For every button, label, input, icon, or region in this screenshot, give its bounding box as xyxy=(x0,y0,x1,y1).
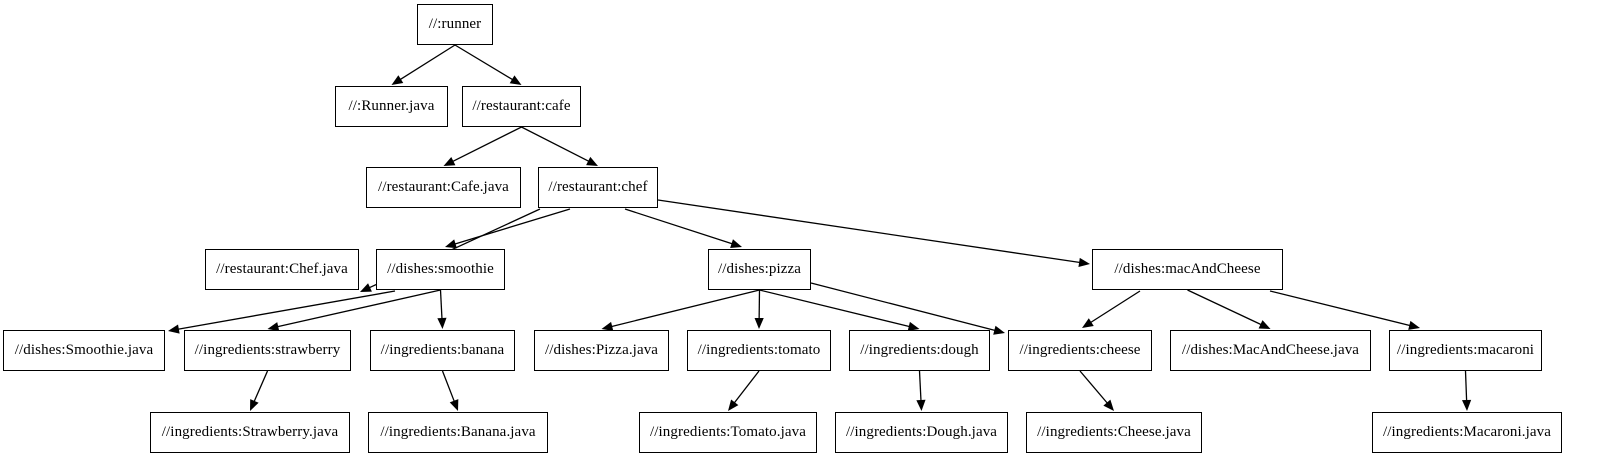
graph-node-ing_cheese_java[interactable]: //ingredients:Cheese.java xyxy=(1026,412,1202,453)
graph-node-ing_strawberry_java[interactable]: //ingredients:Strawberry.java xyxy=(150,412,350,453)
graph-node-label: //dishes:smoothie xyxy=(387,261,494,277)
graph-node-dishes_macandcheese_java[interactable]: //dishes:MacAndCheese.java xyxy=(1170,330,1371,371)
graph-node-restaurant_cafe_java[interactable]: //restaurant:Cafe.java xyxy=(366,167,521,208)
graph-node-ing_strawberry[interactable]: //ingredients:strawberry xyxy=(184,330,351,371)
graph-node-label: //ingredients:Banana.java xyxy=(380,424,536,440)
graph-node-label: //dishes:Smoothie.java xyxy=(14,342,154,358)
graph-node-label: //dishes:MacAndCheese.java xyxy=(1181,342,1360,358)
graph-node-label: //:runner xyxy=(428,16,482,32)
graph-node-label: //ingredients:tomato xyxy=(697,342,821,358)
graph-node-label: //ingredients:Dough.java xyxy=(845,424,998,440)
graph-node-label: //restaurant:Chef.java xyxy=(216,261,348,277)
graph-node-label: //dishes:pizza xyxy=(717,261,802,277)
graph-node-ing_macaroni[interactable]: //ingredients:macaroni xyxy=(1389,330,1542,371)
graph-node-label: //ingredients:Strawberry.java xyxy=(161,424,339,440)
graph-node-label: //restaurant:Cafe.java xyxy=(378,179,509,195)
graph-node-label: //dishes:macAndCheese xyxy=(1114,261,1261,277)
graph-node-label: //dishes:Pizza.java xyxy=(544,342,659,358)
graph-node-label: //ingredients:macaroni xyxy=(1396,342,1535,358)
graph-node-ing_tomato[interactable]: //ingredients:tomato xyxy=(687,330,831,371)
graph-node-label: //ingredients:Macaroni.java xyxy=(1382,424,1552,440)
graph-node-restaurant_chef[interactable]: //restaurant:chef xyxy=(538,167,658,208)
graph-node-restaurant_cafe[interactable]: //restaurant:cafe xyxy=(462,86,581,127)
graph-node-label: //restaurant:cafe xyxy=(472,98,571,114)
graph-node-dishes_smoothie[interactable]: //dishes:smoothie xyxy=(376,249,505,290)
graph-node-ing_dough_java[interactable]: //ingredients:Dough.java xyxy=(835,412,1008,453)
graph-node-dishes_pizza_java[interactable]: //dishes:Pizza.java xyxy=(534,330,669,371)
graph-node-ing_cheese[interactable]: //ingredients:cheese xyxy=(1008,330,1152,371)
graph-node-ing_tomato_java[interactable]: //ingredients:Tomato.java xyxy=(639,412,817,453)
graph-node-runner_java[interactable]: //:Runner.java xyxy=(335,86,448,127)
graph-node-label: //ingredients:banana xyxy=(380,342,505,358)
graph-node-restaurant_chef_java[interactable]: //restaurant:Chef.java xyxy=(205,249,359,290)
graph-node-label: //ingredients:cheese xyxy=(1019,342,1141,358)
graph-node-ing_macaroni_java[interactable]: //ingredients:Macaroni.java xyxy=(1372,412,1562,453)
graph-node-label: //:Runner.java xyxy=(348,98,435,114)
graph-node-dishes_smoothie_java[interactable]: //dishes:Smoothie.java xyxy=(3,330,165,371)
graph-node-ing_banana[interactable]: //ingredients:banana xyxy=(370,330,515,371)
graph-node-dishes_macandcheese[interactable]: //dishes:macAndCheese xyxy=(1092,249,1283,290)
graph-node-dishes_pizza[interactable]: //dishes:pizza xyxy=(708,249,811,290)
graph-node-label: //ingredients:strawberry xyxy=(194,342,341,358)
graph-node-label: //ingredients:dough xyxy=(860,342,979,358)
graph-node-runner[interactable]: //:runner xyxy=(417,4,493,45)
graph-node-label: //ingredients:Tomato.java xyxy=(650,424,806,440)
graph-node-label: //ingredients:Cheese.java xyxy=(1037,424,1191,440)
graph-node-ing_banana_java[interactable]: //ingredients:Banana.java xyxy=(368,412,548,453)
graph-node-ing_dough[interactable]: //ingredients:dough xyxy=(849,330,990,371)
graph-node-label: //restaurant:chef xyxy=(548,179,648,195)
